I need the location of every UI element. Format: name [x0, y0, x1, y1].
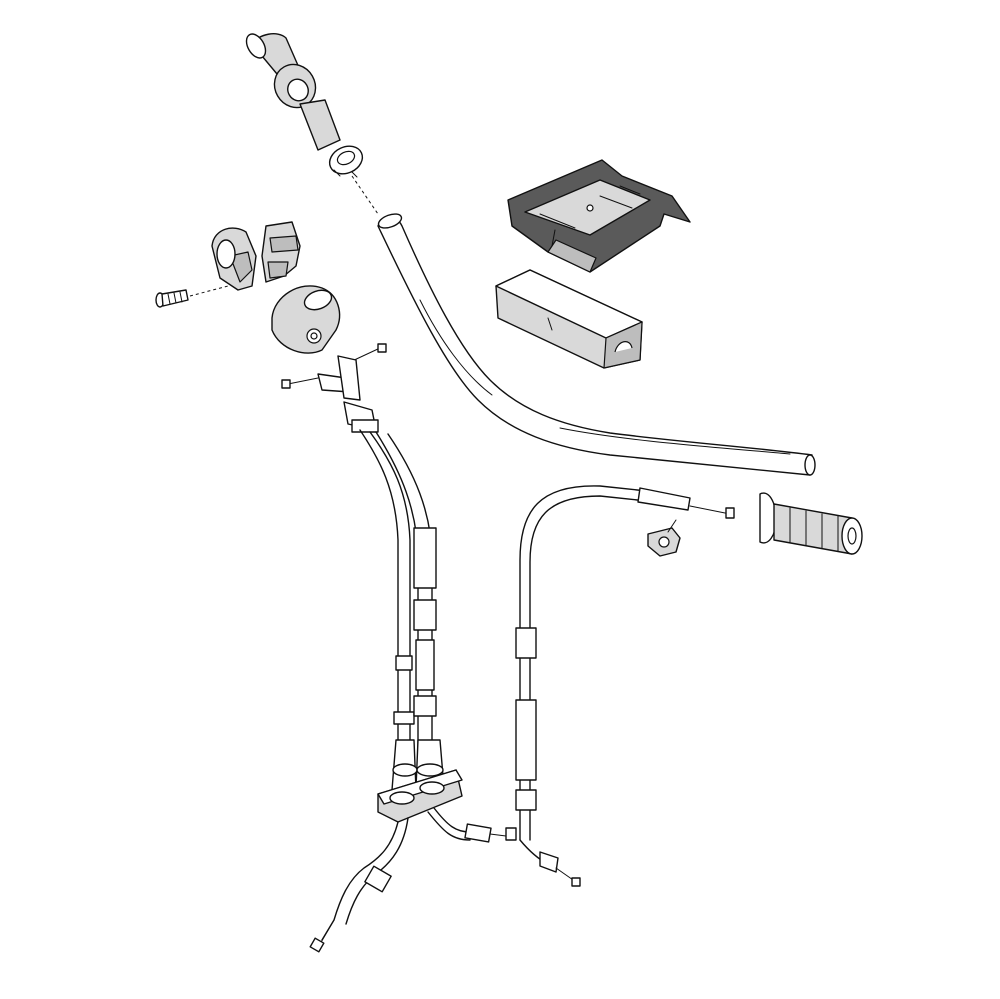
handlebar-pad[interactable] — [495, 269, 643, 369]
cable-adjuster[interactable] — [647, 519, 681, 557]
throttle-housing-upper[interactable] — [211, 227, 257, 291]
throttle-cables[interactable] — [281, 343, 445, 791]
throttle-housing-lower[interactable] — [261, 221, 301, 283]
left-grip[interactable] — [243, 31, 341, 151]
handlebar[interactable] — [377, 211, 816, 476]
choke-cable[interactable] — [515, 485, 735, 887]
right-grip[interactable] — [759, 492, 863, 555]
throttle-cable-cover[interactable] — [271, 285, 341, 354]
housing-screw[interactable] — [155, 289, 189, 308]
cable-junction-block[interactable] — [309, 769, 517, 953]
throttle-tube[interactable] — [325, 141, 367, 179]
handlebar-pad-cover[interactable] — [507, 159, 691, 273]
